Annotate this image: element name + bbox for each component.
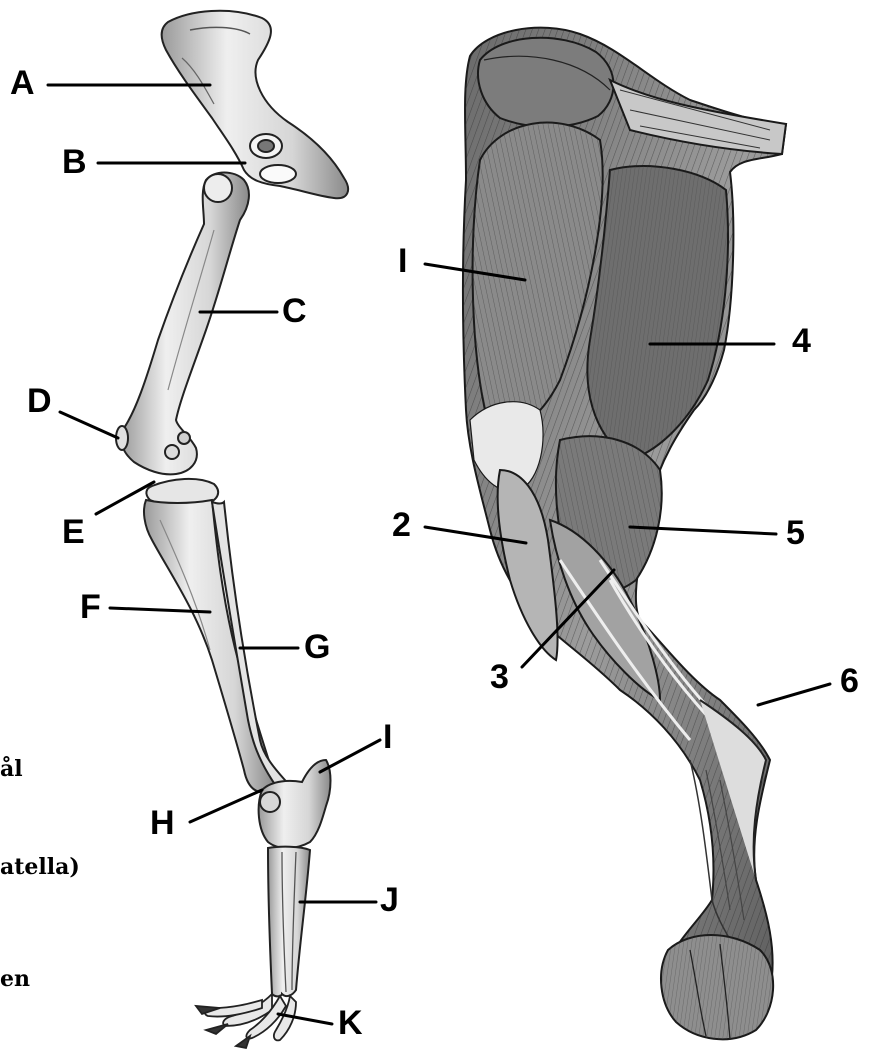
- label-I: I: [383, 720, 393, 754]
- label-F: F: [80, 590, 101, 624]
- cropped-text-1: ål: [0, 758, 23, 780]
- leader-I: [320, 740, 380, 772]
- label-J: J: [380, 883, 399, 917]
- label-muscle-4: 4: [792, 324, 811, 358]
- femur-bone: [121, 173, 249, 475]
- label-G: G: [304, 630, 331, 664]
- label-muscle-3: 3: [490, 660, 509, 694]
- cropped-text-2: atella): [0, 856, 80, 878]
- leader-H: [190, 790, 262, 822]
- skeleton-leg: [116, 11, 348, 1048]
- pelvis-bone: [162, 11, 348, 199]
- toe-bones: [196, 994, 296, 1048]
- label-E: E: [62, 515, 85, 549]
- metatarsal-bones: [268, 847, 310, 997]
- leader-D: [60, 412, 118, 438]
- gluteal-muscle: [478, 38, 613, 127]
- cropped-text-3: en: [0, 968, 30, 990]
- muscle-leg: [460, 20, 790, 1050]
- label-muscle-5: 5: [786, 516, 805, 550]
- obturator-foramen: [260, 165, 296, 183]
- label-muscle-2: 2: [392, 508, 411, 542]
- label-K: K: [338, 1006, 363, 1040]
- leader-m6: [758, 684, 830, 705]
- label-C: C: [282, 294, 307, 328]
- label-B: B: [62, 145, 87, 179]
- label-H: H: [150, 806, 175, 840]
- label-A: A: [10, 66, 35, 100]
- label-muscle-1: I: [398, 244, 408, 278]
- label-D: D: [27, 384, 52, 418]
- label-muscle-6: 6: [840, 664, 859, 698]
